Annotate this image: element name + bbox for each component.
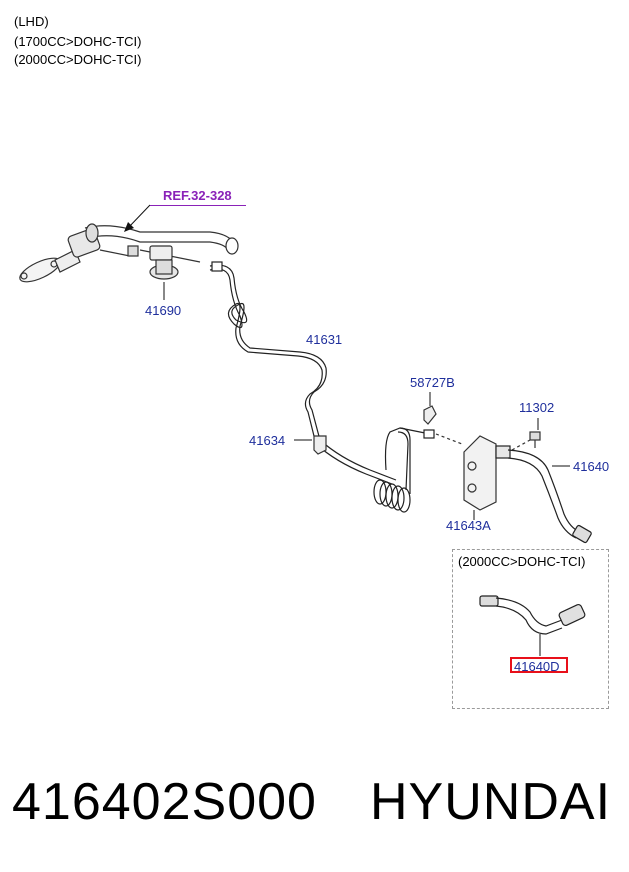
header-lhd: (LHD) <box>14 14 49 29</box>
footer-part-number: 416402S000 <box>12 773 317 831</box>
clip-58727b-drawing <box>423 392 437 425</box>
inset-title: (2000CC>DOHC-TCI) <box>458 554 586 569</box>
part-label-41690[interactable]: 41690 <box>145 303 182 318</box>
coil-drawing <box>373 427 435 513</box>
master-cylinder-drawing <box>19 223 239 283</box>
part-label-11302[interactable]: 11302 <box>519 400 555 415</box>
bolt-11302-drawing <box>511 418 541 451</box>
inset-hose-41640d-drawing <box>479 595 586 656</box>
header-engine-2000: (2000CC>DOHC-TCI) <box>14 52 142 67</box>
hose-41640-drawing <box>495 445 592 544</box>
bracket-41643a-drawing <box>435 433 497 520</box>
clip-41634-drawing <box>294 435 327 455</box>
part-label-41631[interactable]: 41631 <box>306 332 343 347</box>
part-label-41640[interactable]: 41640 <box>573 459 610 474</box>
part-label-41640d: 41640D <box>514 659 560 674</box>
pipe-41631-drawing <box>209 261 397 485</box>
header-engine-1700: (1700CC>DOHC-TCI) <box>14 34 142 49</box>
part-label-58727b[interactable]: 58727B <box>410 375 455 390</box>
highlighted-part-box[interactable]: 41640D <box>510 657 568 674</box>
part-label-41643a[interactable]: 41643A <box>446 518 491 533</box>
inset-box <box>452 549 609 709</box>
part-label-41634[interactable]: 41634 <box>249 433 286 448</box>
fitting-41690-drawing <box>139 245 201 300</box>
reference-link[interactable]: REF.32-328 <box>163 188 232 203</box>
footer-brand: HYUNDAI <box>370 773 612 831</box>
reference-underline <box>150 205 246 206</box>
